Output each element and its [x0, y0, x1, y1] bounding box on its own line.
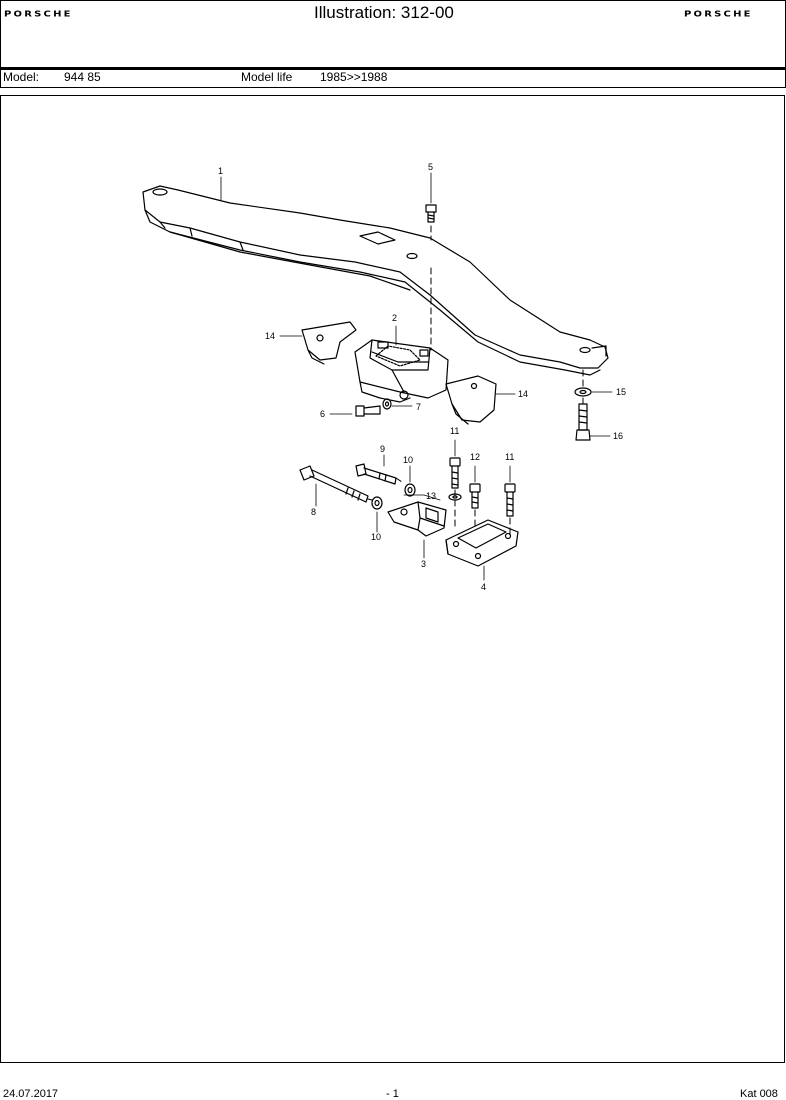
callout-leader-lines — [220, 172, 613, 581]
callout-6: 6 — [320, 409, 325, 419]
callout-11-right: 11 — [505, 452, 514, 462]
callout-15: 15 — [616, 387, 626, 397]
crossmember-part-1 — [142, 185, 609, 376]
porsche-logo-right: PORSCHE — [684, 10, 753, 19]
callout-4: 4 — [481, 582, 486, 592]
callout-14-right: 14 — [518, 389, 528, 399]
bracket-part-14-right — [445, 375, 497, 425]
footer-page-number: - 1 — [386, 1088, 399, 1100]
bolt-part-16 — [575, 403, 591, 441]
washer-part-7 — [382, 398, 392, 410]
bolt-part-9 — [355, 463, 397, 485]
assembly-guide-lines — [367, 225, 584, 535]
model-value: 944 85 — [64, 70, 101, 84]
bolt-part-11-left — [449, 457, 461, 489]
porsche-logo-left: PORSCHE — [4, 10, 73, 19]
callout-13: 13 — [426, 491, 436, 501]
callout-7: 7 — [416, 402, 421, 412]
engine-mount-part-2 — [354, 339, 449, 403]
illustration-frame — [0, 95, 785, 1063]
model-life-value: 1985>>1988 — [320, 70, 388, 84]
callout-16: 16 — [613, 431, 623, 441]
callout-8: 8 — [311, 507, 316, 517]
callout-1: 1 — [218, 166, 223, 176]
model-label: Model: — [3, 70, 40, 84]
bolt-part-8 — [299, 465, 369, 503]
mount-bracket-part-3 — [387, 501, 447, 537]
callout-14-left: 14 — [265, 331, 275, 341]
callout-labels: 1 2 3 4 5 6 7 8 9 10 10 11 11 12 13 14 1… — [218, 162, 626, 592]
base-plate-part-4 — [445, 519, 519, 567]
bolt-part-11-right — [504, 483, 516, 517]
callout-12: 12 — [470, 452, 480, 462]
bracket-part-14-left — [301, 321, 357, 365]
footer-date: 24.07.2017 — [3, 1088, 59, 1100]
bolt-part-6 — [355, 405, 381, 417]
callout-2: 2 — [392, 313, 397, 323]
page-title: Illustration: 312-00 — [314, 3, 454, 22]
callout-10-upper: 10 — [403, 455, 413, 465]
callout-9: 9 — [380, 444, 385, 454]
bolt-part-5 — [425, 204, 437, 223]
washer-part-10-upper — [404, 483, 416, 497]
model-life-label: Model life — [241, 70, 293, 84]
callout-11-left: 11 — [450, 426, 459, 436]
bolt-part-12 — [469, 483, 481, 509]
callout-10-lower: 10 — [371, 532, 381, 542]
footer-catalog-id: Kat 008 — [740, 1088, 778, 1100]
callout-3: 3 — [421, 559, 426, 569]
callout-5: 5 — [428, 162, 433, 172]
washer-part-15 — [574, 387, 592, 397]
washer-part-10-lower — [371, 496, 383, 510]
